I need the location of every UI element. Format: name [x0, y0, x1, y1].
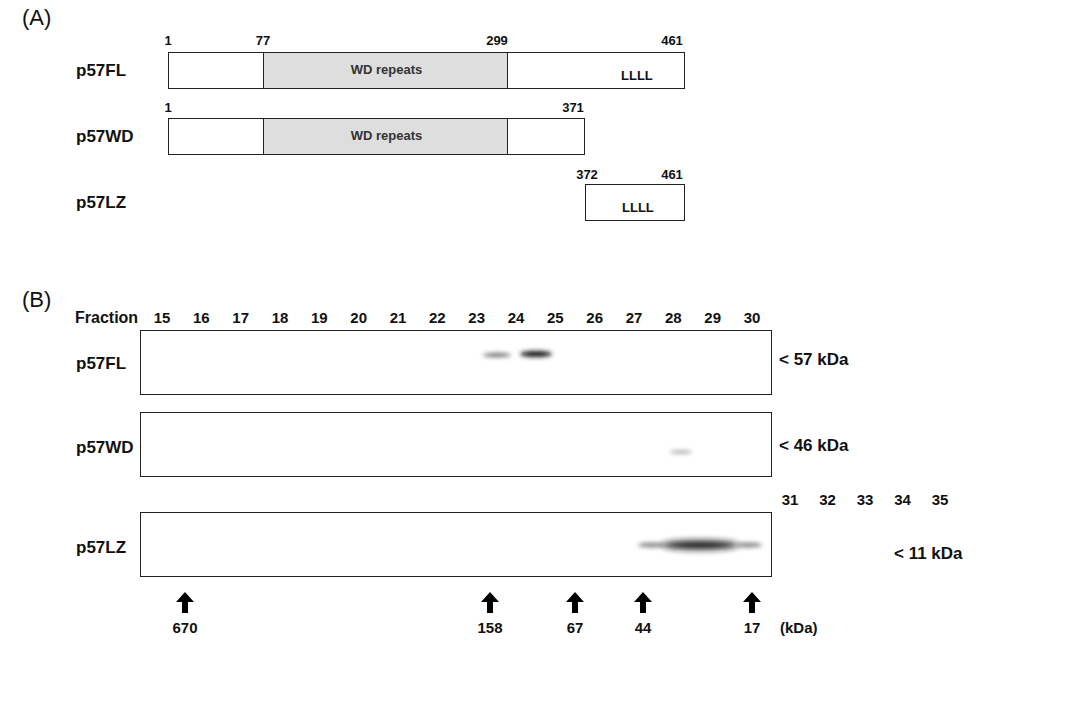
- marker-size: 158: [477, 620, 502, 637]
- blot-panel: p57LZ< 11 kDa: [140, 512, 772, 577]
- residue-number: 371: [562, 101, 584, 115]
- panel-label: (A): [22, 6, 51, 30]
- fraction-number: 35: [932, 492, 949, 509]
- residue-number: 461: [661, 168, 683, 182]
- fraction-number: 33: [857, 492, 874, 509]
- side-label: < 11 kDa: [894, 545, 963, 564]
- residue-number: 1: [164, 101, 171, 115]
- side-label: LLLL: [622, 201, 654, 215]
- fraction-number: 19: [311, 310, 328, 327]
- fraction-number: 17: [232, 310, 249, 327]
- fraction-number: 24: [508, 310, 525, 327]
- side-label: < 57 kDa: [779, 351, 848, 370]
- side-label: < 46 kDa: [779, 437, 848, 456]
- fraction-number: 16: [193, 310, 210, 327]
- wd-domain: WD repeats: [263, 119, 508, 154]
- protein-label: p57WD: [76, 439, 134, 458]
- side-label: LLLL: [621, 69, 653, 83]
- fraction-number: 32: [819, 492, 836, 509]
- protein-label: p57WD: [76, 128, 134, 147]
- marker-arrows: [176, 592, 761, 613]
- fraction-number: 23: [468, 310, 485, 327]
- fraction-number: 18: [272, 310, 289, 327]
- gel-bands: [483, 351, 762, 550]
- protein-bar: p57LZLLLL: [585, 184, 685, 221]
- fraction-number: 26: [586, 310, 603, 327]
- marker-size: 67: [567, 620, 584, 637]
- fraction-number: 30: [744, 310, 761, 327]
- protein-bar: p57WDWD repeats: [168, 118, 585, 155]
- fraction-number: 21: [390, 310, 407, 327]
- fraction-number: 28: [665, 310, 682, 327]
- protein-label: p57LZ: [76, 194, 126, 213]
- fraction-number: 27: [626, 310, 643, 327]
- fraction-number: 15: [154, 310, 171, 327]
- fraction-number: 22: [429, 310, 446, 327]
- fraction-number: 34: [894, 492, 911, 509]
- panel-label: (B): [22, 288, 51, 312]
- marker-size: 670: [172, 620, 197, 637]
- residue-number: 461: [661, 34, 683, 48]
- protein-bar: p57FLLLLLWD repeats: [168, 52, 685, 89]
- protein-label: WD repeats: [264, 129, 509, 143]
- fraction-number: 20: [350, 310, 367, 327]
- fraction-number: 29: [704, 310, 721, 327]
- fraction-number: 25: [547, 310, 564, 327]
- residue-number: 77: [256, 34, 270, 48]
- protein-label: p57FL: [76, 62, 126, 81]
- residue-number: 1: [164, 34, 171, 48]
- protein-label: WD repeats: [264, 63, 509, 77]
- blot-panel: p57WD< 46 kDa: [140, 412, 772, 477]
- wd-domain: WD repeats: [263, 53, 508, 88]
- residue-number: 299: [486, 34, 508, 48]
- blot-panel: p57FL< 57 kDa: [140, 330, 772, 395]
- protein-label: p57FL: [76, 355, 126, 374]
- fraction-number: 31: [782, 492, 799, 509]
- residue-number: 372: [576, 168, 598, 182]
- unit-label: (kDa): [780, 620, 818, 637]
- marker-size: 17: [744, 620, 761, 637]
- protein-label: p57LZ: [76, 539, 126, 558]
- marker-size: 44: [635, 620, 652, 637]
- axis-title: Fraction: [75, 309, 138, 327]
